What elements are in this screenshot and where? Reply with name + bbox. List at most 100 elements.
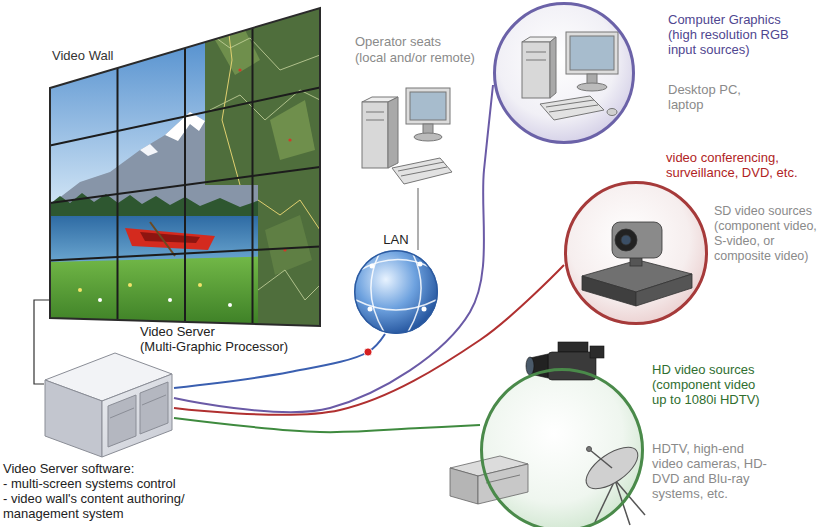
video-wall-picture <box>205 30 320 70</box>
desktop-pc-icon <box>522 32 618 120</box>
video-wall-grid <box>50 88 320 146</box>
source-circle-border <box>495 4 634 143</box>
network-globe-icon <box>360 259 432 270</box>
node-text: Desktop PC, laptop <box>668 82 758 112</box>
desktop-pc-icon <box>526 60 546 61</box>
source-circle-outline <box>493 2 635 144</box>
source-circle: video conferencing, surveillance, DVD, e… <box>564 181 708 325</box>
video-wall-picture <box>150 222 175 256</box>
conference-camera-icon <box>621 235 631 245</box>
node-heading: HD video sources <box>652 362 792 377</box>
source-circle: HD video sources(component video up to 1… <box>480 368 644 527</box>
video-wall-grid <box>50 167 320 203</box>
operator-pc-icon <box>362 102 388 168</box>
vcr-icon <box>450 468 478 504</box>
source-circle-border <box>566 183 707 324</box>
camcorder-icon <box>590 346 604 358</box>
video-wall-picture <box>258 200 320 230</box>
desktop-pc-icon <box>526 52 546 53</box>
network-globe-border <box>355 251 438 334</box>
vcr-icon <box>486 475 520 483</box>
video-server-box <box>140 382 168 434</box>
network-globe: LAN <box>354 250 438 334</box>
node-text: SD video sources <box>714 204 824 219</box>
operator-pc-icon <box>401 167 447 176</box>
operator-pc-icon <box>414 133 442 141</box>
operator-seat: Operator seats(local and/or remote) <box>356 84 454 188</box>
source-circle-outline <box>564 181 708 325</box>
desktop-pc-icon <box>549 105 598 112</box>
junction-dot <box>364 348 372 356</box>
video-wall-picture <box>78 288 82 292</box>
video-wall-picture <box>265 215 312 275</box>
video-server-box <box>110 408 134 418</box>
connectors <box>34 85 564 432</box>
vcr-icon <box>478 464 528 504</box>
camcorder-icon <box>526 357 534 375</box>
satellite-dish-icon <box>579 439 644 496</box>
conference-camera-icon <box>582 276 636 306</box>
video-wall-picture <box>270 100 315 160</box>
video-server: Video Server(Multi-Graphic Processor) <box>44 352 174 458</box>
node-heading: Video Wall <box>52 48 172 63</box>
video-server-box <box>45 353 172 457</box>
video-wall-picture <box>140 232 200 243</box>
operator-pc-icon <box>410 92 446 120</box>
conference-camera-icon <box>615 229 637 251</box>
video-wall-border <box>50 8 320 326</box>
video-wall-picture <box>228 303 232 307</box>
video-wall-grid <box>50 28 320 324</box>
video-wall-picture <box>258 270 320 300</box>
video-wall-picture <box>238 68 241 71</box>
source-circle-fill <box>564 181 708 325</box>
vcr-icon <box>450 456 528 504</box>
node-heading: Computer Graphics <box>668 12 818 27</box>
video-wall-picture <box>98 298 102 302</box>
network-globe-icon <box>422 307 427 312</box>
desktop-pc-icon <box>607 109 617 116</box>
operator-pc-icon <box>388 97 398 168</box>
node-heading: video conferencing, surveillance, DVD, e… <box>666 150 826 180</box>
network-globe-icon <box>418 262 423 267</box>
video-wall-picture <box>222 0 240 185</box>
operator-pc-icon <box>398 162 444 171</box>
node-text: (component video up to 1080i HDTV) <box>652 377 767 407</box>
operator-pc-icon <box>366 112 384 113</box>
video-wall-grid <box>50 247 320 261</box>
video-wall-picture <box>125 228 215 250</box>
video-wall-picture <box>198 283 202 287</box>
node-heading: Video Server <box>140 324 300 339</box>
desktop-pc-icon <box>546 100 594 107</box>
satellite-dish-icon <box>615 480 645 515</box>
desktop-pc-icon <box>522 42 550 98</box>
note-text: - multi-screen systems control <box>3 476 203 491</box>
video-server-box <box>108 395 136 447</box>
conference-camera-icon <box>612 222 662 258</box>
satellite-dish-icon <box>590 450 612 468</box>
source-circle: Computer Graphics(high resolution RGB in… <box>493 2 635 144</box>
node-text: (Multi-Graphic Processor) <box>140 339 300 354</box>
network-globe-icon <box>354 250 438 334</box>
node-heading: Operator seats <box>355 34 505 49</box>
node-heading: LAN <box>381 232 411 247</box>
desktop-pc-icon <box>550 37 556 98</box>
operator-pc-icon <box>362 88 452 184</box>
video-server-box <box>102 374 172 457</box>
desktop-pc-icon <box>566 32 618 74</box>
source-circle-fill <box>480 368 644 527</box>
network-globe-icon <box>356 252 436 332</box>
network-globe-outline <box>354 250 438 334</box>
source-circle-outline <box>480 368 644 527</box>
video-wall-picture <box>128 283 132 287</box>
node-text: (high resolution RGB input sources) <box>668 27 808 57</box>
connector-line <box>34 300 50 384</box>
source-circle-border <box>482 370 643 527</box>
satellite-dish-icon <box>587 447 592 452</box>
desktop-pc-icon <box>570 36 614 70</box>
conference-camera-icon <box>582 222 692 306</box>
operator-pc-icon <box>406 88 450 124</box>
desktop-pc-icon <box>577 83 607 91</box>
satellite-dish-icon <box>579 439 645 525</box>
video-wall-picture <box>205 0 320 330</box>
operator-pc-icon <box>366 120 384 121</box>
